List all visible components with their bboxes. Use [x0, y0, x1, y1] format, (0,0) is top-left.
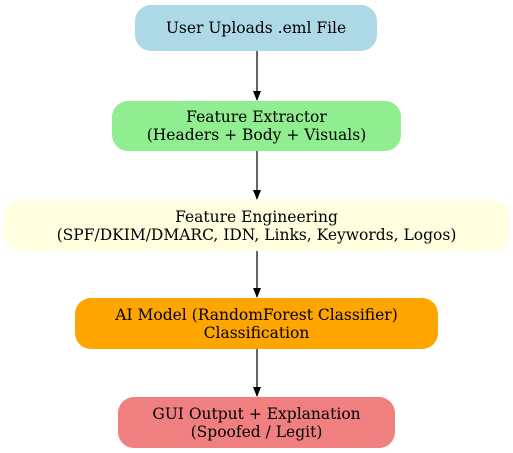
node-ai-model: AI Model (RandomForest Classifier) Class…: [75, 298, 438, 349]
node-feature-extractor: Feature Extractor (Headers + Body + Visu…: [112, 101, 401, 151]
node-upload-label: User Uploads .eml File: [165, 19, 347, 37]
node-output-title: GUI Output + Explanation: [152, 404, 361, 423]
node-feature-engineering: Feature Engineering (SPF/DKIM/DMARC, IDN…: [4, 200, 509, 251]
node-engineer-subtitle: (SPF/DKIM/DMARC, IDN, Links, Keywords, L…: [56, 225, 457, 244]
node-model-subtitle: Classification: [203, 323, 310, 342]
node-extract-title: Feature Extractor: [186, 108, 327, 126]
node-gui-output: GUI Output + Explanation (Spoofed / Legi…: [118, 397, 395, 448]
node-model-title: AI Model (RandomForest Classifier): [115, 305, 398, 324]
node-engineer-title: Feature Engineering: [175, 207, 338, 226]
node-output-subtitle: (Spoofed / Legit): [190, 422, 323, 441]
node-user-uploads-eml: User Uploads .eml File: [135, 5, 377, 51]
node-extract-subtitle: (Headers + Body + Visuals): [146, 126, 367, 144]
